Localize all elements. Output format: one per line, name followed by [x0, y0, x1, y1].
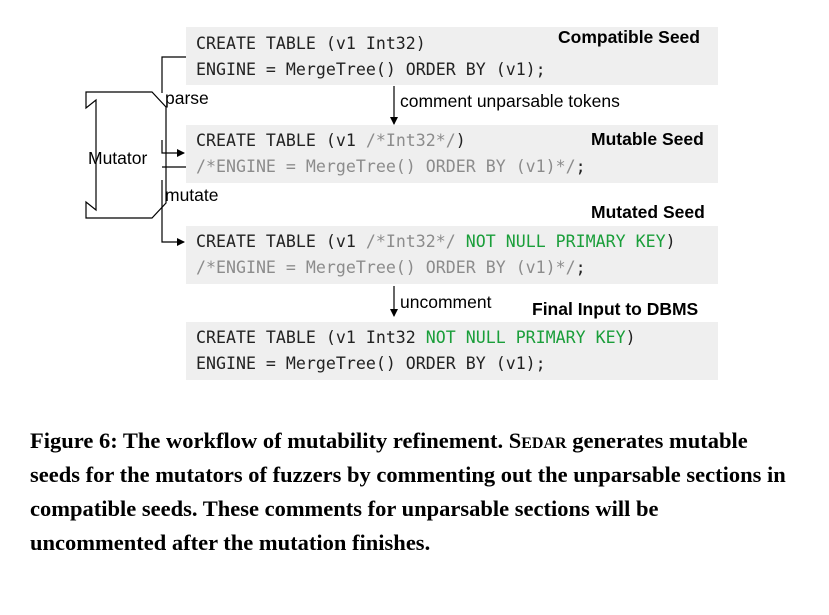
final-line-1-close: )	[625, 328, 636, 347]
mutated-line-1-close: )	[665, 232, 676, 251]
parse-to-mutable-arrow	[161, 140, 185, 157]
caption-system-name: Sedar	[508, 428, 567, 453]
final-input-box	[186, 322, 718, 380]
mutator-shape	[85, 91, 167, 219]
mutable-line-1-comment: /*Int32*/	[365, 131, 456, 150]
mutate-label: mutate	[165, 185, 219, 205]
uncomment-step-label: uncomment	[400, 292, 492, 312]
compatible-line-2: ENGINE = MergeTree() ORDER BY (v1);	[196, 60, 546, 79]
comment-step-label: comment unparsable tokens	[400, 91, 620, 111]
mutable-line-2-semicolon: ;	[575, 157, 586, 176]
parse-connector	[161, 56, 186, 93]
mutated-seed-title: Mutated Seed	[591, 202, 705, 222]
parse-label: parse	[165, 88, 209, 108]
final-input-code: CREATE TABLE (v1 Int32 NOT NULL PRIMARY …	[196, 325, 636, 377]
mutated-seed-code: CREATE TABLE (v1 /*Int32*/ NOT NULL PRIM…	[196, 229, 676, 281]
final-input-title: Final Input to DBMS	[532, 299, 699, 319]
caption-body: generates mutable seeds for the mutators…	[30, 428, 786, 555]
final-line-2: ENGINE = MergeTree() ORDER BY (v1);	[196, 354, 546, 373]
caption-prefix: Figure 6: The workflow of mutability ref…	[30, 428, 504, 453]
final-line-1-text: CREATE TABLE (v1 Int32	[196, 328, 426, 347]
mutable-seed-code: CREATE TABLE (v1 /*Int32*/) /*ENGINE = M…	[196, 128, 586, 180]
mutated-line-1-text: CREATE TABLE (v1	[196, 232, 366, 251]
compatible-line-1: CREATE TABLE (v1 Int32)	[196, 34, 426, 53]
mutated-seed-box	[186, 226, 718, 284]
figure-caption: Figure 6: The workflow of mutability ref…	[30, 424, 800, 560]
mutable-line-1-close: )	[455, 131, 466, 150]
mutable-line-2-comment: /*ENGINE = MergeTree() ORDER BY (v1)*/	[196, 157, 576, 176]
final-line-1-added: NOT NULL PRIMARY KEY	[425, 328, 626, 347]
compatible-seed-title: Compatible Seed	[558, 27, 700, 47]
compatible-seed-code: CREATE TABLE (v1 Int32) ENGINE = MergeTr…	[196, 31, 546, 83]
compatible-seed-box	[186, 27, 718, 85]
mutate-to-mutated-arrow	[161, 180, 185, 246]
mutable-seed-title: Mutable Seed	[591, 129, 704, 149]
mutated-line-1-comment: /*Int32*/	[365, 232, 456, 251]
mutable-seed-box	[186, 125, 718, 183]
mutated-line-2-semicolon: ;	[575, 258, 586, 277]
mutated-line-1-added: NOT NULL PRIMARY KEY	[455, 232, 666, 251]
mutator-label: Mutator	[88, 148, 148, 168]
mutable-line-1-text: CREATE TABLE (v1	[196, 131, 366, 150]
mutated-line-2-comment: /*ENGINE = MergeTree() ORDER BY (v1)*/	[196, 258, 576, 277]
